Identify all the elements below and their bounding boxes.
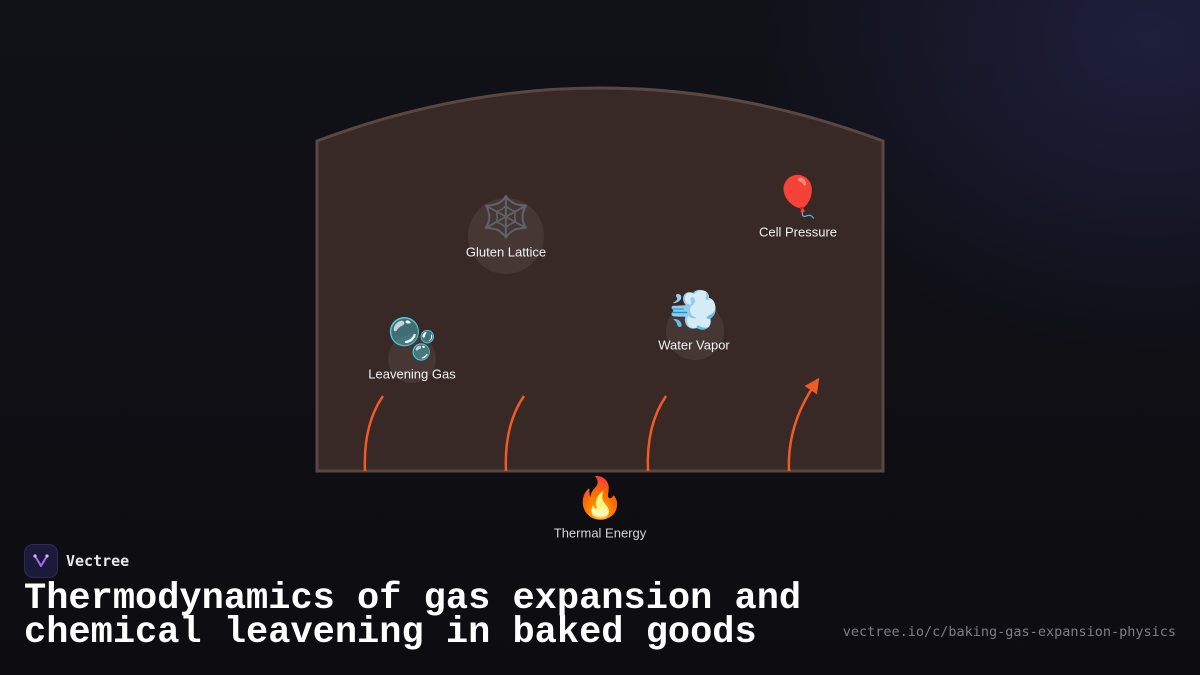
dash-wind-icon: 💨 <box>669 287 719 334</box>
fire-icon: 🔥 <box>575 475 625 522</box>
node-cell-pressure: 🎈 Cell Pressure <box>759 175 837 240</box>
heat-arrow-1 <box>363 395 385 472</box>
brand[interactable]: Vectree <box>24 544 129 578</box>
spider-web-icon: 🕸️ <box>481 194 531 241</box>
leavening-gas-label: Leavening Gas <box>368 366 456 382</box>
node-water-vapor: 💨 Water Vapor <box>658 288 730 353</box>
balloon-icon: 🎈 <box>773 174 823 221</box>
cell-pressure-label: Cell Pressure <box>758 224 838 240</box>
gluten-lattice-label: Gluten Lattice <box>465 244 547 260</box>
leavening-gas-halo <box>388 335 436 383</box>
heat-arrow-3 <box>646 395 668 472</box>
vectree-logo-icon <box>24 544 58 578</box>
node-leavening-gas: 🫧 Leavening Gas <box>368 317 455 382</box>
heat-arrow-4 <box>787 377 820 472</box>
gluten-lattice-halo <box>468 198 544 274</box>
water-vapor-label: Water Vapor <box>658 337 730 353</box>
page-title: Thermodynamics of gas expansion and chem… <box>24 578 802 654</box>
brand-name: Vectree <box>66 552 130 570</box>
heat-arrow-2 <box>504 395 526 472</box>
thermal-energy-label: Thermal Energy <box>553 525 647 541</box>
node-gluten-lattice: 🕸️ Gluten Lattice <box>466 195 546 260</box>
source-url[interactable]: vectree.io/c/baking-gas-expansion-physic… <box>842 624 1176 640</box>
loaf-shape <box>315 86 885 473</box>
node-thermal-energy: 🔥 Thermal Energy <box>554 476 646 541</box>
bubbles-icon: 🫧 <box>387 316 437 363</box>
water-vapor-halo <box>666 302 724 360</box>
